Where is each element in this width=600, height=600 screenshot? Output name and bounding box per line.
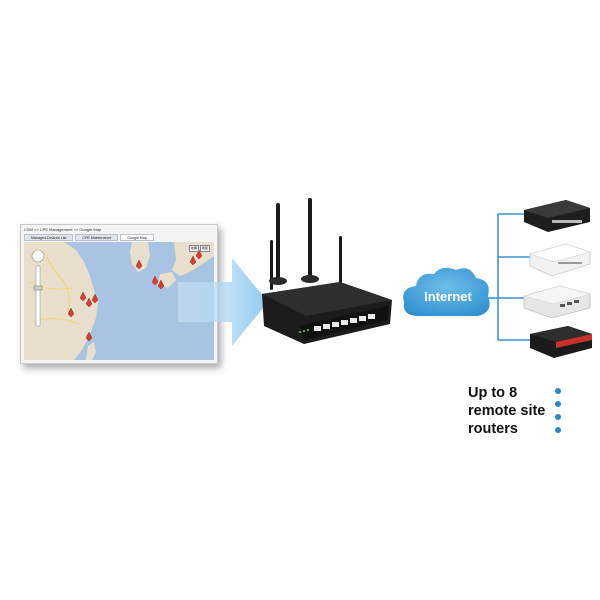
map-type-buttons: 地圖 衛星 [189,245,210,252]
cloud-icon [403,267,490,316]
connection-lines [488,213,530,341]
dot [555,414,561,420]
tab-managed-devices[interactable]: Managed Devices List [24,234,74,241]
google-map: 地圖 衛星 [24,242,214,360]
dot [555,401,561,407]
router-icon [528,243,592,277]
tab-cpe-maintenance[interactable]: CPE Maintenance [75,234,119,241]
router-icon [524,200,590,232]
satellite-button[interactable]: 衛星 [200,245,210,252]
router-icon [522,285,592,319]
map-button[interactable]: 地圖 [189,245,199,252]
ellipsis-dots [555,388,563,440]
tab-bar: Managed Devices List CPE Maintenance Goo… [24,234,154,241]
caption-line-1: Up to 8 [468,385,518,401]
dot [555,388,561,394]
caption-line-2: remote site [468,403,546,419]
router-icon [262,198,392,344]
dot [555,427,561,433]
internet-label: Internet [424,289,472,304]
tab-google-map[interactable]: Google Map [120,234,154,241]
map-screenshot-panel: CSM >> CPE Management >> Google Map Mana… [20,224,218,364]
breadcrumb: CSM >> CPE Management >> Google Map [24,227,102,232]
caption-line-3: routers [468,421,518,437]
arrow-icon [178,258,268,346]
remote-routers-caption: Up to 8 remote site routers [468,384,545,438]
router-icon [530,326,592,358]
